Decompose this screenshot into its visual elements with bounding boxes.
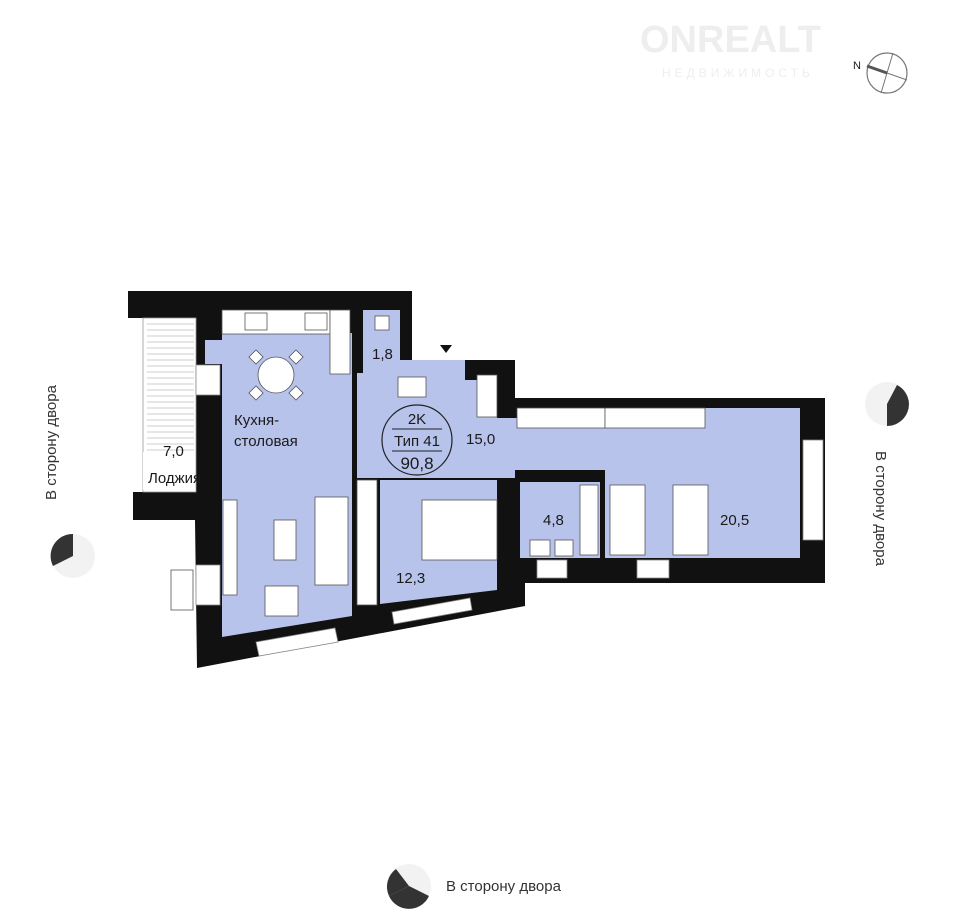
toilet-icon [374, 315, 390, 331]
hall-cabinet [397, 376, 427, 398]
bedroom-wardrobe-2 [604, 407, 706, 429]
view-indicator-bottom-icon [386, 864, 431, 909]
hall-wardrobe [476, 374, 498, 418]
stove-icon [244, 312, 268, 331]
orientation-left-label: В сторону двора [42, 385, 60, 500]
bedroom-wardrobe [516, 407, 606, 429]
wardrobe [356, 479, 378, 606]
bathtub-icon [579, 484, 599, 556]
washing-machine-icon [554, 539, 574, 557]
sofa [314, 496, 349, 586]
dining-table [257, 356, 295, 394]
apartment-type: Тип 41 [394, 433, 440, 450]
bedroom-large-area: 20,5 [720, 512, 749, 529]
wc-area: 1,8 [372, 346, 393, 363]
washbasin-icon [529, 539, 551, 557]
loggia-area: 7,0 [163, 443, 184, 460]
bedroom-small-area: 12,3 [396, 570, 425, 587]
bed-right [672, 484, 709, 556]
coffee-table [273, 519, 297, 561]
bed-left [609, 484, 646, 556]
window-bedroom-small [391, 597, 473, 625]
view-indicator-left-icon [50, 533, 95, 578]
watermark-logo: ONREALT [640, 19, 821, 61]
kitchen-label-line2: столовая [234, 433, 298, 450]
total-area: 90,8 [400, 454, 433, 473]
kitchen-door-nook [205, 340, 225, 364]
apartment-badge: 2K Тип 41 90,8 [381, 404, 453, 476]
loggia-label: Лоджия [148, 470, 201, 487]
loggia [142, 317, 197, 493]
compass-north-label: N [853, 60, 861, 72]
dining-chair [288, 385, 304, 401]
rooms-code: 2K [408, 411, 426, 428]
dining-chair [248, 385, 264, 401]
entrance-arrow-icon [440, 345, 452, 353]
dining-chair [288, 349, 304, 365]
compass-icon: N [853, 52, 908, 94]
kitchen-label-line1: Кухня- [234, 412, 279, 429]
orientation-bottom-label: В сторону двора [446, 878, 561, 895]
kitchen-counter-side [329, 309, 351, 375]
window-bath [536, 559, 568, 579]
window-kitchen [255, 627, 339, 657]
sink-icon [304, 312, 328, 331]
view-indicator-right-icon [865, 382, 909, 426]
dining-chair [248, 349, 264, 365]
ac-unit-icon [170, 569, 194, 611]
hall-area: 15,0 [466, 431, 495, 448]
armchair [264, 585, 299, 617]
tv-stand [222, 499, 238, 596]
window-bedroom-a [636, 559, 670, 579]
bathroom-area: 4,8 [543, 512, 564, 529]
double-bed [421, 499, 498, 561]
window-loggia-wall [195, 364, 221, 396]
window-living-wall [195, 564, 221, 606]
window-bedroom-b [802, 439, 824, 541]
watermark-subtitle: НЕДВИЖИМОСТЬ [662, 66, 814, 80]
orientation-right-label: В сторону двора [871, 451, 889, 566]
